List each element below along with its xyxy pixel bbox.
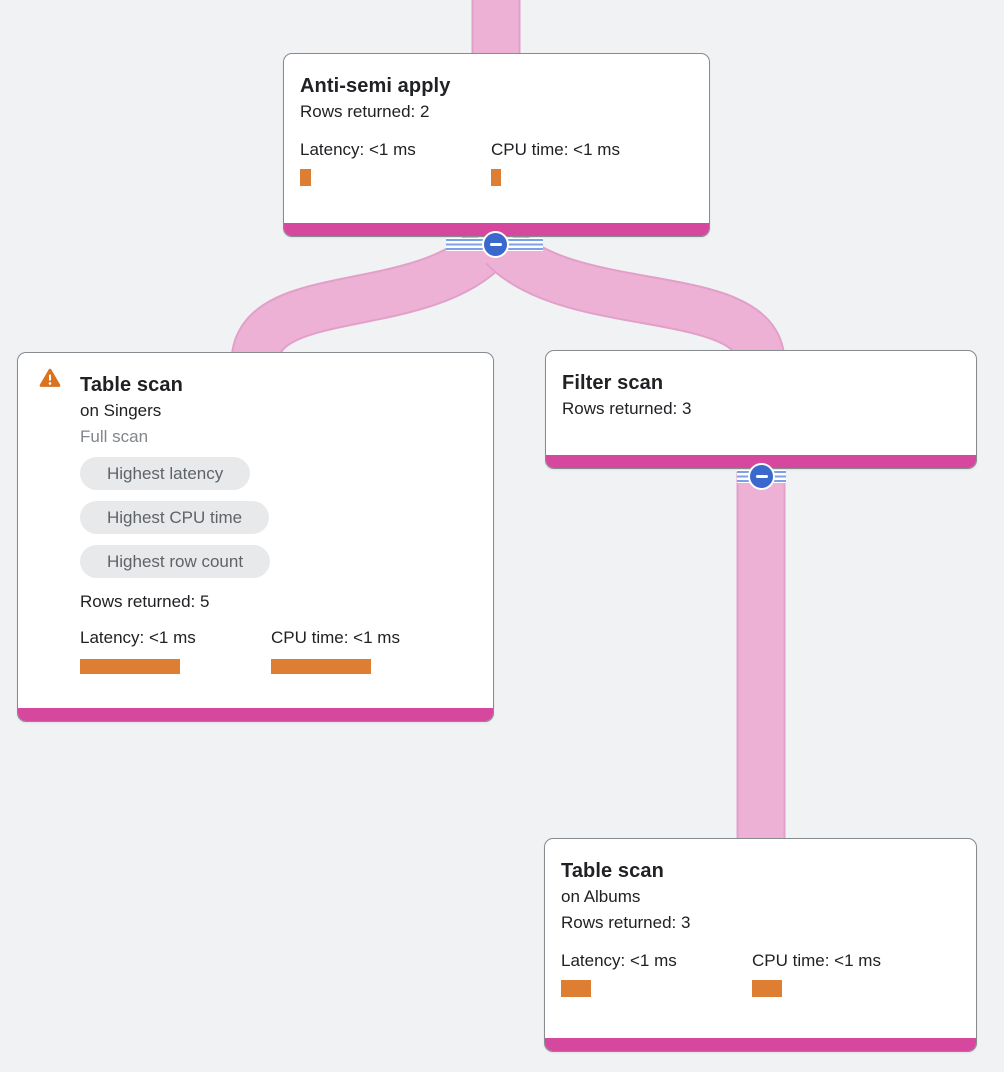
node-table-scan-singers[interactable]: Table scan on Singers Full scan Highest …: [17, 352, 494, 722]
cpu-time-bar: [491, 169, 501, 186]
edge-anti-semi-apply-to-filter-scan: [485, 228, 786, 366]
latency-bar: [300, 169, 311, 186]
node-subtitle: on Singers: [80, 401, 162, 420]
chip-highest-row-count: Highest row count: [80, 545, 271, 578]
node-accent-bar: [545, 1038, 976, 1051]
cpu-time-label: CPU time: <1 ms: [491, 140, 620, 159]
latency-bar: [80, 659, 180, 674]
cpu-time-label: CPU time: <1 ms: [752, 951, 881, 970]
node-title: Anti-semi apply: [300, 75, 451, 97]
node-anti-semi-apply[interactable]: Anti-semi apply Rows returned: 2 Latency…: [283, 53, 710, 237]
node-accent-bar: [18, 708, 493, 721]
chip-highest-latency: Highest latency: [80, 457, 251, 490]
full-scan-note: Full scan: [80, 427, 149, 446]
collapse-node-button-anti-semi-apply[interactable]: [482, 231, 509, 258]
node-subtitle: on Albums: [561, 887, 641, 906]
latency-bar: [561, 980, 591, 997]
cpu-time-label: CPU time: <1 ms: [271, 628, 400, 647]
collapse-node-button-filter-scan[interactable]: [748, 463, 775, 490]
edge-anti-semi-apply-to-table-scan-singers: [230, 228, 506, 365]
rows-returned: Rows returned: 3: [561, 913, 691, 932]
chip-highest-cpu-time: Highest CPU time: [80, 501, 270, 534]
highlight-chips: Highest latency Highest CPU time Highest…: [80, 457, 477, 578]
rows-returned: Rows returned: 3: [562, 399, 692, 418]
node-accent-bar: [284, 223, 709, 236]
minus-icon: [489, 243, 502, 246]
node-title: Table scan: [561, 860, 664, 882]
cpu-time-bar: [271, 659, 371, 674]
minus-icon: [755, 475, 768, 478]
rows-returned: Rows returned: 2: [300, 102, 430, 121]
latency-label: Latency: <1 ms: [561, 951, 677, 970]
node-title: Filter scan: [562, 372, 664, 394]
latency-label: Latency: <1 ms: [80, 628, 196, 647]
node-filter-scan[interactable]: Filter scan Rows returned: 3: [545, 350, 977, 469]
warning-icon: [39, 368, 61, 393]
node-title: Table scan: [80, 374, 183, 396]
node-table-scan-albums[interactable]: Table scan on Albums Rows returned: 3 La…: [544, 838, 977, 1052]
rows-returned: Rows returned: 5: [80, 592, 210, 611]
node-accent-bar: [546, 455, 976, 468]
cpu-time-bar: [752, 980, 782, 997]
latency-label: Latency: <1 ms: [300, 140, 416, 159]
